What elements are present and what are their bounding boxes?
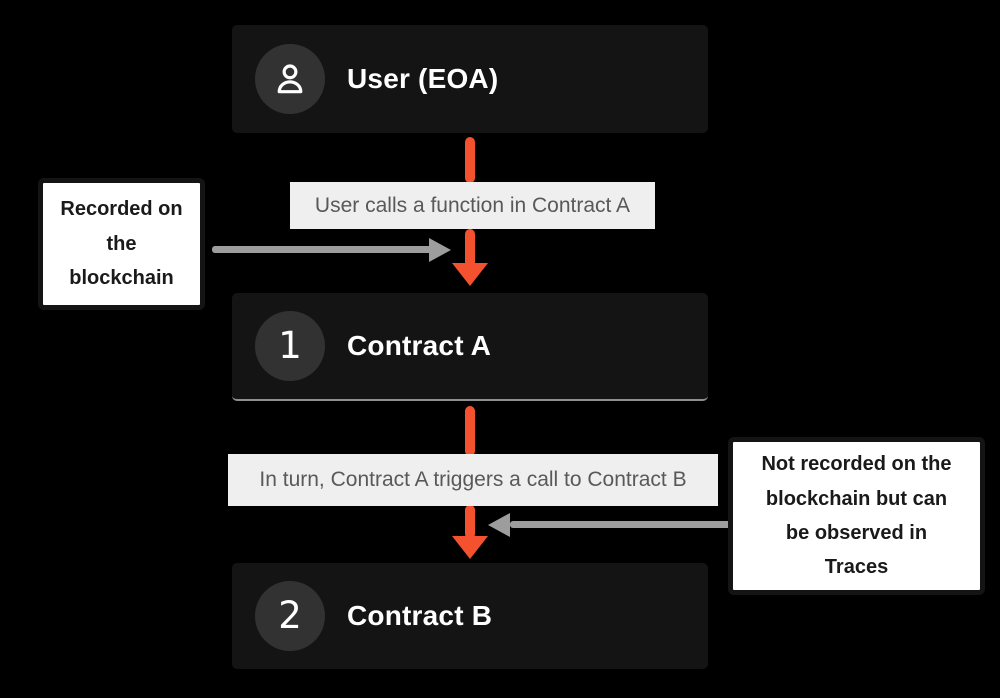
node-user-eoa: User (EOA)	[232, 25, 708, 133]
arrow-down-2-shaft-bottom	[465, 505, 475, 539]
arrow-down-1-shaft-top	[465, 137, 475, 183]
step-label-2: In turn, Contract A triggers a call to C…	[228, 454, 718, 506]
step-label-1: User calls a function in Contract A	[290, 182, 655, 229]
gray-arrow-left-head	[488, 513, 510, 537]
callout-recorded-on-chain: Recorded on the blockchain	[38, 178, 205, 310]
arrow-down-1-head	[452, 263, 488, 286]
node-title-contract-a: Contract A	[347, 330, 492, 361]
node-contract-b: 2 Contract B	[232, 563, 708, 669]
callout-not-recorded-traces: Not recorded on the blockchain but can b…	[728, 437, 985, 595]
step-number-circle-2: 2	[255, 581, 325, 651]
gray-arrow-right-shaft	[212, 246, 432, 253]
gray-arrow-left-shaft	[510, 521, 738, 528]
step-number-1: 1	[278, 323, 302, 367]
node-title-user: User (EOA)	[347, 63, 499, 94]
arrow-down-2-shaft-top	[465, 406, 475, 456]
user-icon	[277, 64, 303, 94]
node-contract-a: 1 Contract A	[232, 293, 708, 401]
arrow-down-2-head	[452, 536, 488, 559]
gray-arrow-right-head	[429, 238, 451, 262]
user-avatar-circle	[255, 44, 325, 114]
arrow-down-1-shaft-bottom	[465, 229, 475, 267]
step-number-2: 2	[278, 593, 302, 637]
step-number-circle-1: 1	[255, 311, 325, 381]
node-title-contract-b: Contract B	[347, 600, 493, 631]
